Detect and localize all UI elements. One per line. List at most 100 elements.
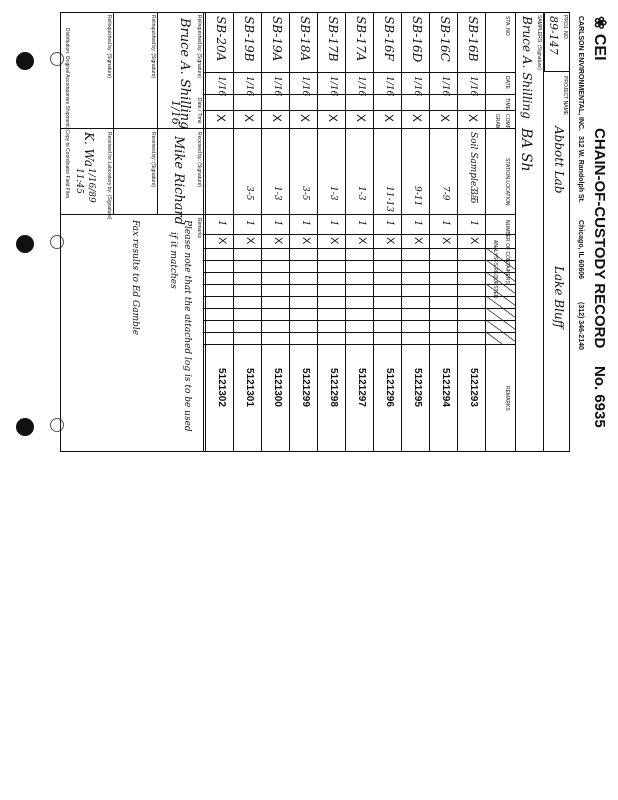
date-cell: 1/16 [384, 76, 394, 97]
lab-id-cell: 5121295 [412, 368, 423, 407]
received-label-2: Received by: (Signature) [150, 132, 156, 188]
lab-id-cell: 5121297 [356, 368, 367, 407]
company-address: 312 W. Randolph St. [577, 136, 584, 203]
col-time: TIME [504, 98, 510, 110]
analysis-mark: X [300, 237, 312, 245]
date-cell: 1/16 [272, 76, 282, 97]
binder-ring [50, 52, 64, 66]
divider [543, 12, 544, 452]
lab-signature: K. Wa [82, 132, 96, 168]
relinquished-label-3: Relinquished by: (Signature) [106, 15, 112, 79]
proj-no-label: PROJ. NO. [562, 15, 568, 41]
grab-cell: X [242, 114, 256, 123]
record-no-value: 6935 [591, 394, 608, 428]
lab-id-cell: 5121302 [216, 368, 227, 407]
lab-time: 11:45 [74, 168, 84, 194]
lab-id-cell: 5121294 [440, 368, 451, 407]
cei-logo: ❀ CEI [590, 16, 610, 61]
grab-cell: X [382, 114, 396, 123]
proj-location: Lake Bluff [552, 266, 566, 329]
container-count-cell: 1 [328, 220, 339, 227]
analysis-mark: X [328, 237, 340, 245]
proj-name-value: Abbott Lab [552, 126, 566, 194]
sta-no-cell: SB-16B [466, 16, 480, 62]
sta-no-cell: SB-16C [438, 16, 452, 62]
depth-cell: 1-3 [356, 186, 366, 201]
distribution-note: Distribution: Original Accompanies Shipm… [64, 28, 70, 199]
depth-cell: 7-9 [440, 186, 450, 201]
date-cell: 1/16 [244, 76, 254, 97]
analyses-header-hatching [486, 248, 516, 344]
hatch-lines [486, 248, 516, 344]
divider [515, 12, 516, 452]
remarks-line-1: Please note that the attached log is to … [182, 220, 192, 432]
binder-ring [50, 418, 64, 432]
samplers-signature: Bruce A. Shilling [520, 16, 534, 119]
binder-ring [50, 235, 64, 249]
analysis-mark: X [356, 237, 368, 245]
grab-cell: X [438, 114, 452, 123]
binder-hole [16, 418, 34, 436]
analysis-mark: X [440, 237, 452, 245]
remarks-line-2: if it matches [168, 232, 178, 289]
company-name: CARLSON ENVIRONMENTAL, INC. [577, 16, 584, 131]
analysis-mark: X [468, 237, 480, 245]
analysis-mark: X [216, 237, 228, 245]
received-signature: Mike Richard [171, 136, 186, 226]
record-number: No. 6935 [591, 366, 608, 428]
divider [113, 12, 114, 214]
lab-id-cell: 5121296 [384, 368, 395, 407]
grab-cell: X [214, 114, 228, 123]
date-cell: 1/16 [440, 76, 450, 97]
grab-cell: X [354, 114, 368, 123]
date-cell: 1/16 [412, 76, 422, 97]
coc-sheet: ❀ CEI CARLSON ENVIRONMENTAL, INC. 312 W.… [59, 8, 614, 456]
col-sta-no: STA. NO. [504, 16, 510, 38]
sta-no-cell: SB-19B [242, 16, 256, 62]
container-count-cell: 1 [356, 220, 367, 227]
depth-cell: 1-3 [272, 186, 282, 201]
date-cell: 1/16 [300, 76, 310, 97]
remarks-label: Remarks [196, 218, 202, 239]
depth-cell: 3-5 [244, 186, 254, 201]
proj-name-label: PROJECT NAME [562, 76, 568, 116]
col-grab: GRAB [494, 114, 500, 129]
sta-no-cell: SB-19A [270, 16, 284, 62]
col-station-location: STATION LOCATION [504, 158, 510, 206]
divider [157, 12, 158, 214]
container-count-cell: 1 [216, 220, 227, 227]
date-cell: 1/16 [468, 76, 478, 97]
relinquished-label: Relinquished by: (Signature) [196, 15, 202, 79]
date-cell: 1/16 [328, 76, 338, 97]
grab-cell: X [270, 114, 284, 123]
record-no-label: No. [591, 366, 608, 391]
sta-no-cell: SB-17B [326, 16, 340, 62]
col-date: DATE [504, 76, 510, 89]
grab-cell: X [298, 114, 312, 123]
analysis-mark: X [244, 237, 256, 245]
depth-cell: 1-3 [328, 186, 338, 201]
row-line [205, 12, 206, 452]
depth-cell: 11-13 [384, 186, 394, 212]
divider [203, 12, 204, 452]
company-phone: (312) 346-2140 [577, 302, 584, 350]
depth-cell: 3-5 [300, 186, 310, 201]
lab-id-cell: 5121293 [468, 368, 479, 407]
samplers-label: SAMPLERS: (Signature) [536, 15, 542, 70]
lab-id-cell: 5121300 [272, 368, 283, 407]
date-time-label: Date / Time [196, 98, 202, 124]
binder-hole [16, 235, 34, 253]
sta-no-cell: SB-16F [382, 16, 396, 61]
relinquished-label-2: Relinquished by: (Signature) [150, 15, 156, 79]
remarks-line-3: Fax results to Ed Gamble [130, 220, 140, 336]
grab-cell: X [326, 114, 340, 123]
date-cell: 1/16 [216, 76, 226, 97]
